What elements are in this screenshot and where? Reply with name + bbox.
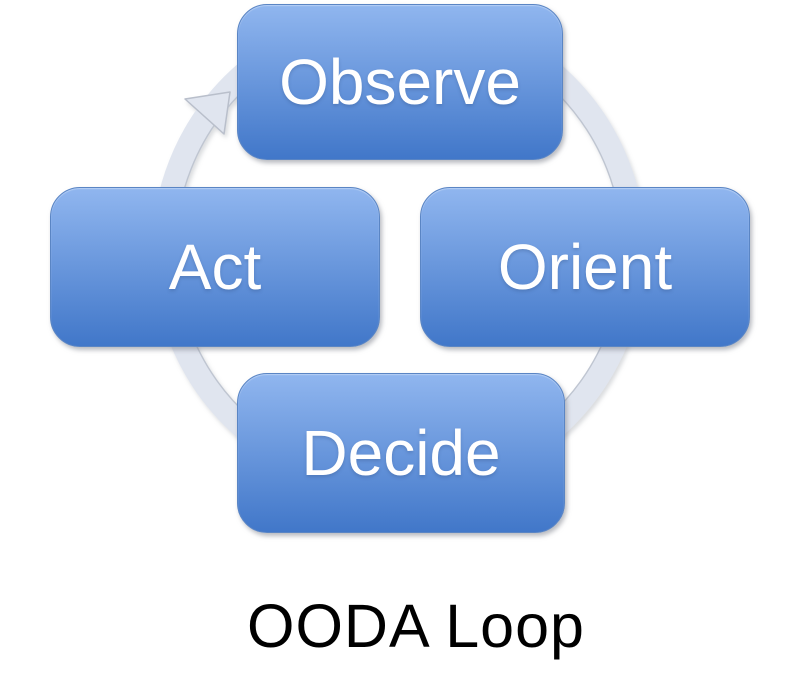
node-decide-label: Decide (301, 417, 501, 489)
node-act: Act (50, 187, 380, 347)
diagram-title: OODA Loop (247, 591, 585, 660)
node-act-label: Act (168, 231, 262, 303)
node-observe-label: Observe (279, 46, 521, 118)
node-orient-label: Orient (497, 231, 673, 303)
node-observe: Observe (237, 4, 563, 160)
node-orient: Orient (420, 187, 750, 347)
arrow-head-icon (184, 91, 231, 135)
node-decide: Decide (237, 373, 565, 533)
